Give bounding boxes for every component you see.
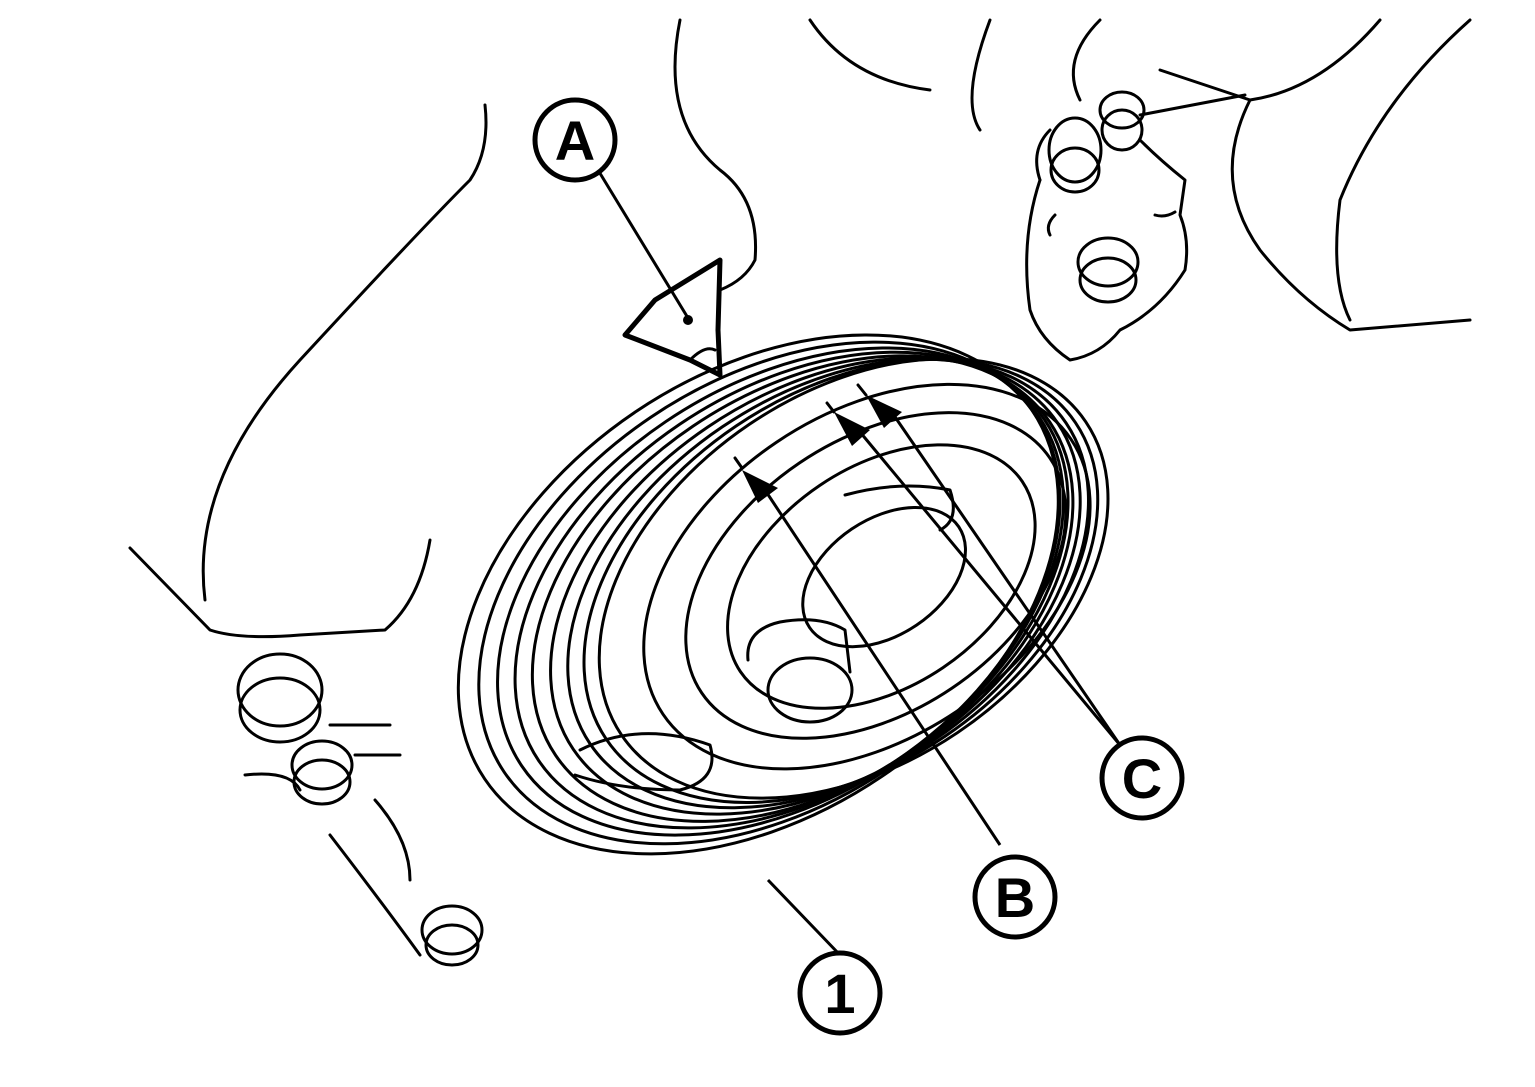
callout-1-label: 1 bbox=[824, 962, 855, 1025]
callout-1: 1 bbox=[797, 950, 883, 1036]
left-bracket bbox=[236, 652, 484, 967]
callout-c-label: C bbox=[1122, 747, 1162, 810]
crankshaft-pulley bbox=[456, 333, 1110, 856]
leader-lines bbox=[596, 169, 1122, 957]
timing-indicator bbox=[622, 257, 723, 378]
timing-marks bbox=[733, 383, 868, 470]
hub-bolt bbox=[746, 618, 854, 724]
callout-c: C bbox=[1099, 735, 1185, 821]
callout-a-label: A bbox=[555, 109, 595, 172]
engine-outline bbox=[128, 18, 1472, 639]
right-bracket bbox=[1025, 90, 1189, 362]
callout-a: A bbox=[532, 97, 618, 183]
callout-b: B bbox=[972, 854, 1058, 940]
callout-b-label: B bbox=[995, 866, 1035, 929]
